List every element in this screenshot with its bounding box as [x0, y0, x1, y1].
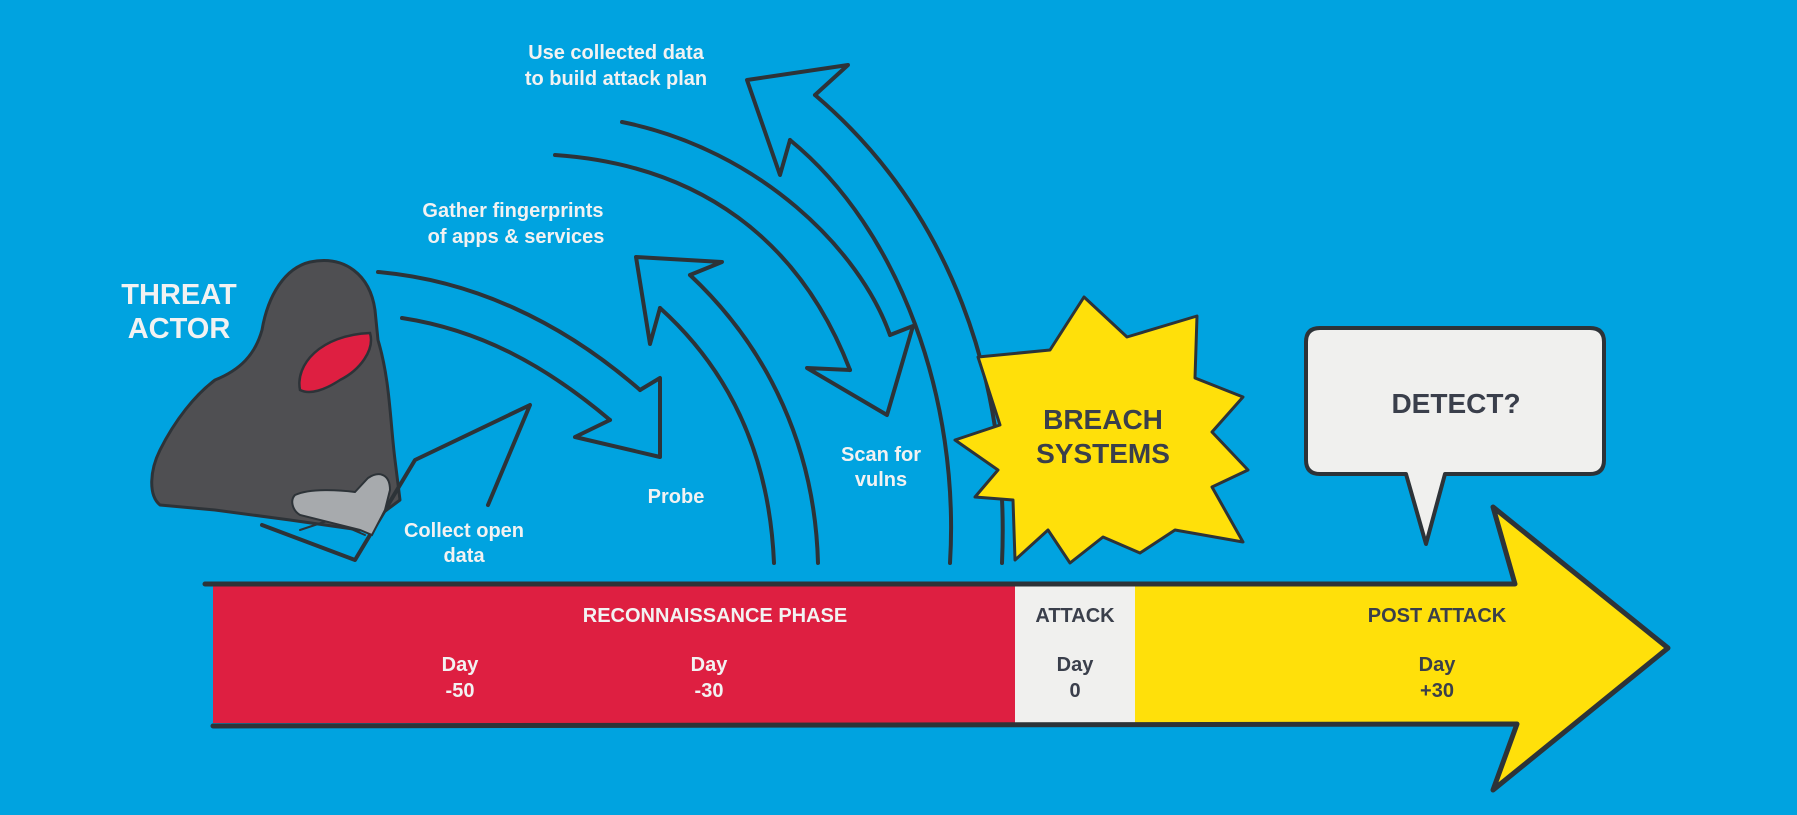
collect-arrow-icon — [376, 270, 662, 459]
breach-label-line1: BREACH — [1043, 404, 1163, 435]
day-plus-30-label: Day — [1419, 654, 1457, 676]
day-minus-30-label: Day — [691, 654, 729, 676]
step-scan-line1: Scan for — [841, 444, 921, 466]
threat-actor-label-line2: ACTOR — [128, 313, 231, 345]
probe-arrow-icon — [634, 255, 820, 565]
timeline-bar — [202, 504, 1671, 793]
timeline-arrow-outline-icon — [202, 504, 1671, 793]
day-minus-50-label: Day — [442, 654, 480, 676]
day-minus-30-value: -30 — [695, 680, 724, 702]
scan-arrow-icon — [553, 120, 915, 417]
phase-attack-label: ATTACK — [1035, 605, 1115, 627]
step-plan-line1: Use collected data — [528, 42, 705, 64]
phase-post-attack — [1135, 507, 1668, 790]
step-probe-label: Probe — [648, 486, 705, 508]
threat-actor-label-line1: THREAT — [121, 279, 237, 311]
breach-starburst-icon — [953, 295, 1250, 565]
step-collect-line2: data — [443, 545, 485, 567]
detect-label: DETECT? — [1391, 388, 1520, 419]
day-0-label: Day — [1057, 654, 1095, 676]
breach-label-line2: SYSTEMS — [1036, 438, 1170, 469]
day-0-value: 0 — [1069, 680, 1080, 702]
step-collect-line1: Collect open — [404, 520, 524, 542]
detect-speech-bubble — [1304, 326, 1606, 546]
laptop-icon — [260, 403, 532, 562]
step-fingerprint-line2: of apps & services — [428, 226, 605, 248]
phase-reconnaissance — [213, 585, 1015, 723]
phase-post-attack-label: POST ATTACK — [1368, 605, 1507, 627]
day-plus-30-value: +30 — [1420, 680, 1454, 702]
face-icon — [298, 331, 373, 394]
hood-icon — [150, 259, 402, 532]
threat-actor-figure — [150, 259, 532, 562]
day-minus-50-value: -50 — [446, 680, 475, 702]
step-plan-line2: to build attack plan — [525, 68, 707, 90]
step-scan-line2: vulns — [855, 469, 907, 491]
phase-reconnaissance-label: RECONNAISSANCE PHASE — [583, 605, 847, 627]
step-fingerprint-line1: Gather fingerprints — [422, 200, 603, 222]
phase-attack — [1015, 585, 1135, 723]
gloves-icon — [291, 473, 392, 537]
